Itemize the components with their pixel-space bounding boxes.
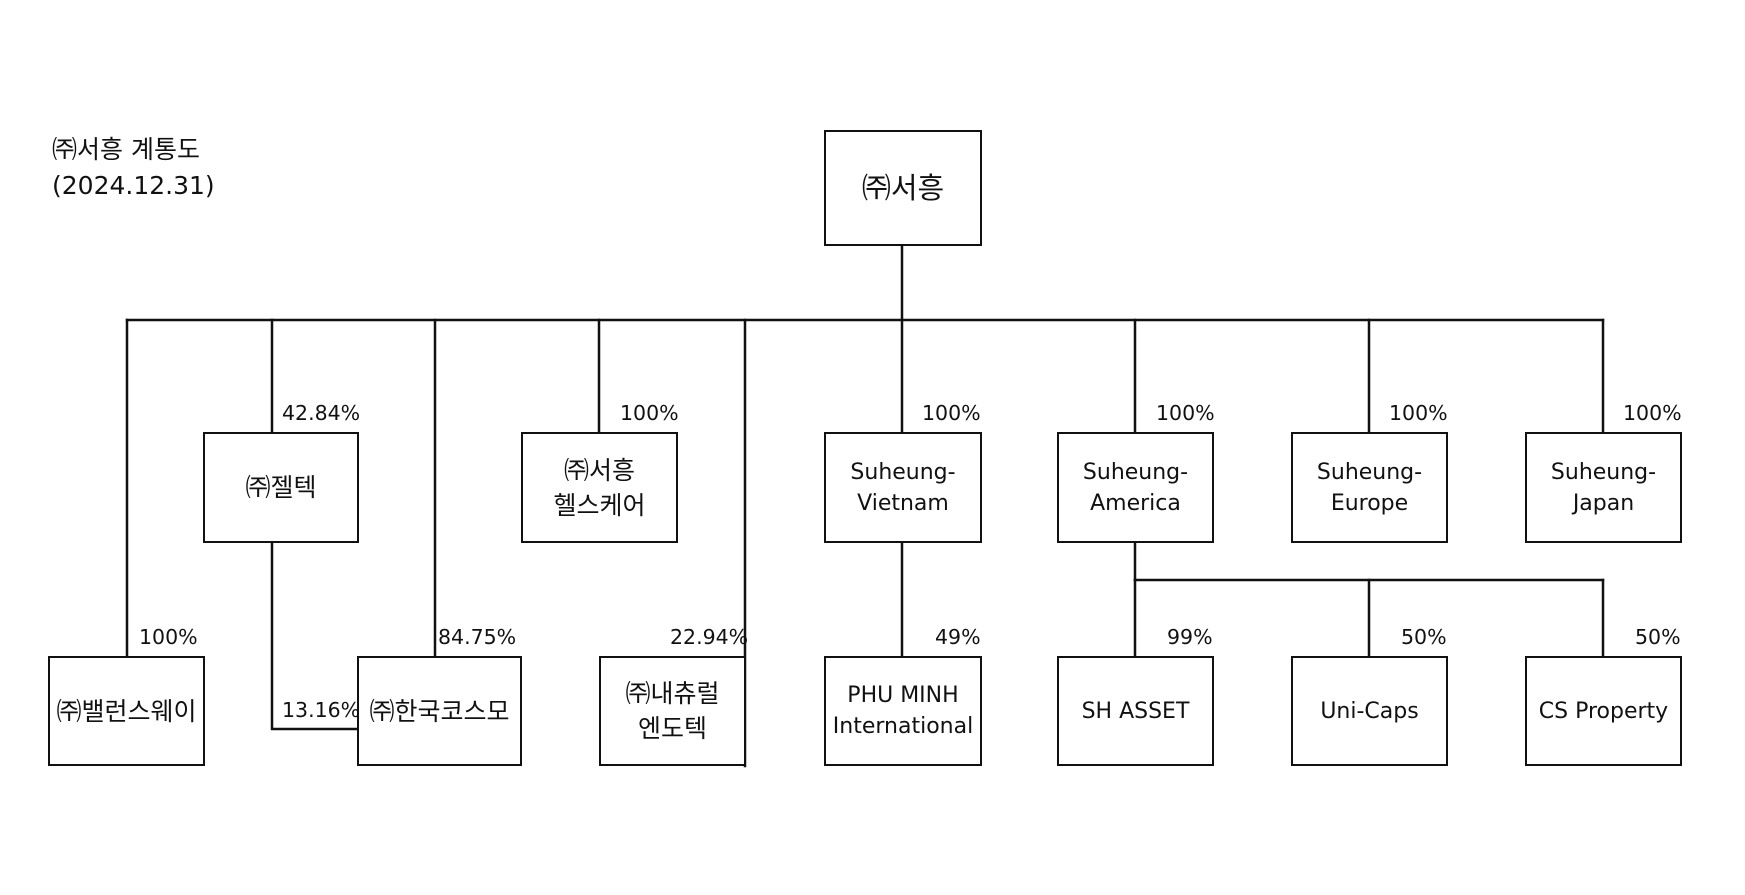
pct-europe: 100% — [1389, 401, 1448, 425]
node-vietnam: Suheung- Vietnam — [824, 432, 982, 543]
pct-america: 100% — [1156, 401, 1215, 425]
node-unicaps-label: Uni-Caps — [1320, 698, 1419, 724]
node-phuminh-label: PHU MINH International — [832, 683, 974, 739]
node-balanceway-label: ㈜밸런스웨이 — [56, 696, 197, 726]
pct-shasset: 99% — [1167, 625, 1213, 649]
pct-kcosmo: 84.75% — [438, 625, 517, 649]
node-america: Suheung- America — [1057, 432, 1214, 543]
line-zeltech-kcosmo — [270, 541, 359, 731]
node-suheung-label: ㈜서흥 — [861, 170, 945, 205]
node-natural-endotech-label: ㈜내츄럴 엔도텍 — [625, 679, 720, 743]
pct-csproperty: 50% — [1635, 625, 1681, 649]
pct-zeltech: 42.84% — [282, 401, 361, 425]
chart-title-line1: ㈜서흥 계통도 — [52, 135, 200, 164]
node-csproperty: CS Property — [1525, 656, 1682, 766]
node-kcosmo: ㈜한국코스모 — [357, 656, 522, 766]
pct-unicaps: 50% — [1401, 625, 1447, 649]
node-japan-label: Suheung- Japan — [1550, 459, 1657, 516]
node-phuminh: PHU MINH International — [824, 656, 982, 766]
node-shasset: SH ASSET — [1057, 656, 1214, 766]
node-shasset-label: SH ASSET — [1081, 698, 1190, 724]
node-europe: Suheung- Europe — [1291, 432, 1448, 543]
node-kcosmo-label: ㈜한국코스모 — [369, 696, 510, 726]
node-europe-label: Suheung- Europe — [1316, 459, 1423, 516]
pct-japan: 100% — [1623, 401, 1682, 425]
node-zeltech-label: ㈜젤텍 — [245, 473, 317, 502]
node-suheung: ㈜서흥 — [824, 130, 982, 246]
node-csproperty-label: CS Property — [1538, 698, 1669, 724]
pct-kcosmo-by-zeltech: 13.16% — [282, 698, 361, 722]
pct-healthcare: 100% — [620, 401, 679, 425]
pct-phuminh: 49% — [935, 625, 981, 649]
node-zeltech: ㈜젤텍 — [203, 432, 359, 543]
node-natural-endotech: ㈜내츄럴 엔도텍 — [599, 656, 746, 766]
pct-balanceway: 100% — [139, 625, 198, 649]
node-unicaps: Uni-Caps — [1291, 656, 1448, 766]
node-vietnam-label: Suheung- Vietnam — [850, 459, 956, 516]
node-balanceway: ㈜밸런스웨이 — [48, 656, 205, 766]
pct-natural-endotech: 22.94% — [670, 625, 749, 649]
node-healthcare-label: ㈜서흥 헬스케어 — [553, 455, 646, 520]
chart-date: (2024.12.31) — [52, 171, 215, 200]
node-america-label: Suheung- America — [1082, 459, 1189, 516]
node-japan: Suheung- Japan — [1525, 432, 1682, 543]
pct-vietnam: 100% — [922, 401, 981, 425]
node-healthcare: ㈜서흥 헬스케어 — [521, 432, 678, 543]
chart-title: ㈜서흥 계통도 (2024.12.31) — [52, 132, 215, 204]
